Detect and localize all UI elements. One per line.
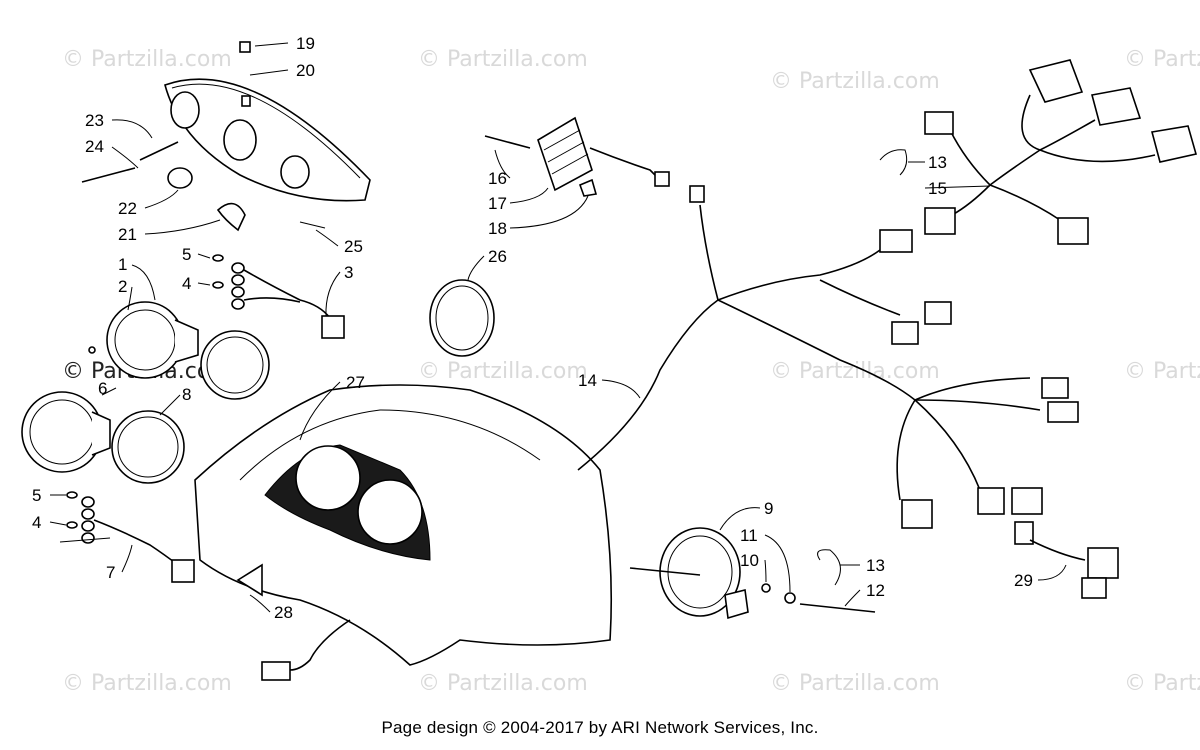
callout-9: 9 [764,499,773,518]
headlight-assembly [81,41,371,232]
callout-21: 21 [118,225,137,244]
callout-7: 7 [106,563,115,582]
callout-13: 13 [866,556,885,575]
watermark: © Partzilla.com [1124,359,1200,384]
watermarks: © Partzilla.com © Partzilla.com © Partzi… [62,47,1200,696]
callout-11: 11 [740,526,758,545]
callout-15: 15 [928,179,947,198]
callout-17: 17 [488,194,507,213]
callouts: 19 20 23 24 22 21 25 5 1 2 4 3 26 16 17 … [32,34,1033,622]
regulator [484,116,705,203]
callout-22: 22 [118,199,137,218]
gauge-1 [88,301,270,400]
callout-24: 24 [85,137,104,156]
watermark: © Partzilla.com [770,671,940,696]
callout-19: 19 [296,34,315,53]
watermark: © Partzilla.com [770,359,940,384]
callout-16: 16 [488,169,507,188]
callout-29: 29 [1014,571,1033,590]
callout-4: 4 [32,513,41,532]
harness-15 [879,59,1198,245]
footer-copyright: Page design © 2004-2017 by ARI Network S… [381,718,819,737]
callout-13: 13 [928,153,947,172]
callout-10: 10 [740,551,759,570]
dash-panel [194,384,613,666]
callout-6: 6 [98,379,107,398]
callout-18: 18 [488,219,507,238]
callout-28: 28 [274,603,293,622]
callout-8: 8 [182,385,191,404]
lens-26 [429,279,495,357]
main-harness [577,204,1079,529]
callout-23: 23 [85,111,104,130]
harness-3 [212,254,345,339]
callout-5: 5 [182,245,191,264]
callout-27: 27 [346,373,365,392]
callout-20: 20 [296,61,315,80]
watermark: © Partzilla.com [770,69,940,94]
watermark: © Partzilla.com [62,47,232,72]
watermark: © Partzilla.com [418,671,588,696]
speedo-drive [629,527,876,620]
watermark: © Partzilla.com [1124,47,1200,72]
watermark: © Partzilla.com [418,47,588,72]
harness-29 [1014,521,1119,599]
callout-4: 4 [182,274,191,293]
callout-26: 26 [488,247,507,266]
callout-1: 1 [118,255,127,274]
callout-3: 3 [344,263,353,282]
callout-14: 14 [578,371,597,390]
callout-2: 2 [118,277,127,296]
callout-5: 5 [32,486,41,505]
watermark: © Partzilla.com [418,359,588,384]
bottom-connector [261,619,351,681]
harness-7 [59,491,195,583]
callout-12: 12 [866,581,885,600]
leader-lines [49,42,1067,613]
callout-25: 25 [344,237,363,256]
gauge-6 [21,391,185,484]
watermark: © Partzilla.com [62,671,232,696]
watermark: © Partzilla.com [1124,671,1200,696]
